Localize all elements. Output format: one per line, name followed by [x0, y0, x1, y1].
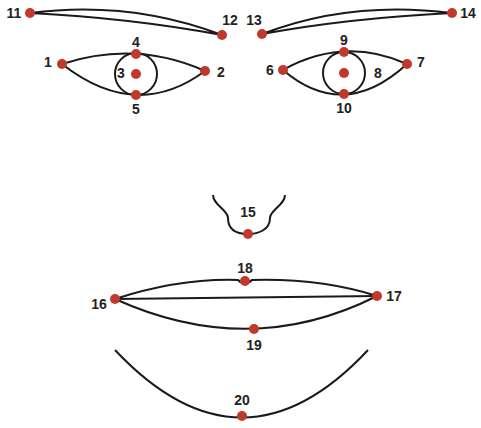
left-eyebrow — [30, 9, 222, 35]
callout-number: 14 — [460, 6, 476, 20]
landmark-dot — [257, 29, 267, 39]
callout-number: 16 — [91, 297, 107, 311]
callout-number: 9 — [340, 33, 348, 47]
landmark-dot — [339, 68, 349, 78]
right-iris — [323, 52, 365, 94]
landmark-dot — [278, 65, 288, 75]
callout-number: 12 — [222, 13, 238, 27]
right-eyebrow — [262, 9, 452, 34]
landmark-dot — [237, 411, 247, 421]
callout-number: 15 — [240, 205, 256, 219]
callout-number: 6 — [266, 63, 274, 77]
callout-number: 11 — [7, 6, 22, 20]
landmark-dot — [131, 69, 141, 79]
callout-number: 20 — [234, 393, 250, 407]
landmark-dot — [243, 229, 253, 239]
left-eye — [62, 54, 205, 95]
callout-number: 19 — [246, 338, 262, 352]
landmark-dot — [447, 8, 457, 18]
landmark-dot — [131, 49, 141, 59]
landmark-dot — [25, 8, 35, 18]
callout-number: 1 — [44, 55, 52, 69]
callout-number: 17 — [386, 289, 402, 303]
callout-number: 2 — [217, 65, 225, 79]
nose — [213, 195, 285, 234]
callout-number: 5 — [132, 102, 140, 116]
landmark-dot — [131, 90, 141, 100]
landmark-dot — [339, 47, 349, 57]
callout-number: 13 — [246, 13, 262, 27]
landmark-dot — [200, 66, 210, 76]
callout-number: 3 — [117, 66, 125, 80]
chin — [115, 350, 368, 418]
landmark-dot — [372, 291, 382, 301]
callout-number: 7 — [417, 55, 425, 69]
callout-number: 18 — [237, 261, 253, 275]
landmark-dot — [110, 294, 120, 304]
left-iris — [115, 53, 157, 95]
landmark-dot — [217, 30, 227, 40]
right-eye — [283, 51, 407, 94]
callout-number: 8 — [374, 66, 382, 80]
callout-number: 10 — [336, 101, 352, 115]
mouth-line — [115, 296, 377, 299]
callout-number: 4 — [132, 35, 140, 49]
landmark-dot — [402, 59, 412, 69]
landmark-dot — [339, 89, 349, 99]
landmark-dot — [249, 324, 259, 334]
landmark-dot — [57, 59, 67, 69]
landmark-dot — [240, 276, 250, 286]
lower-lip — [115, 296, 377, 329]
